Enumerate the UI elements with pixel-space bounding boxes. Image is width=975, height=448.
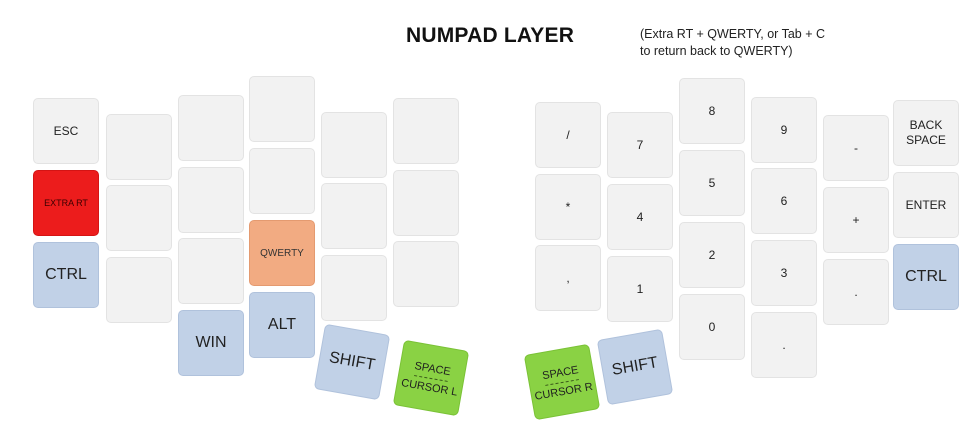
key-label: 6 <box>780 194 788 208</box>
key-slash[interactable]: / <box>535 102 601 168</box>
key-label-line-2: SPACE <box>906 133 946 147</box>
key-shift-left[interactable]: SHIFT <box>313 323 391 401</box>
key-label: CTRL <box>45 266 87 283</box>
key-label: , <box>566 271 570 285</box>
key-space-cursor-r[interactable]: SPACE CURSOR R <box>523 343 601 421</box>
key-label: 1 <box>636 282 644 296</box>
key-label: 9 <box>780 123 788 137</box>
key-blank[interactable] <box>249 76 315 142</box>
key-blank[interactable] <box>106 185 172 251</box>
key-blank[interactable] <box>178 95 244 161</box>
key-label: + <box>852 213 860 227</box>
key-label: / <box>566 128 570 142</box>
key-ctrl-right[interactable]: CTRL <box>893 244 959 310</box>
key-label: SHIFT <box>327 349 377 374</box>
key-alt[interactable]: ALT <box>249 292 315 358</box>
key-blank[interactable] <box>321 112 387 178</box>
key-label: 7 <box>636 138 644 152</box>
key-blank[interactable] <box>178 238 244 304</box>
key-label: SHIFT <box>610 354 660 379</box>
key-label: . <box>782 338 786 352</box>
key-label: 3 <box>780 266 788 280</box>
key-label: 5 <box>708 176 716 190</box>
page-title: NUMPAD LAYER <box>406 24 575 47</box>
key-label: WIN <box>195 334 227 351</box>
key-esc[interactable]: ESC <box>33 98 99 164</box>
key-label-bottom: CURSOR R <box>533 380 594 403</box>
key-8[interactable]: 8 <box>679 78 745 144</box>
key-blank[interactable] <box>178 167 244 233</box>
instruction-note-line-2: to return back to QWERTY) <box>640 44 793 58</box>
key-label: CTRL <box>905 268 947 285</box>
key-5[interactable]: 5 <box>679 150 745 216</box>
key-label: ALT <box>267 316 297 333</box>
key-blank[interactable] <box>321 183 387 249</box>
key-period-bottom[interactable]: . <box>751 312 817 378</box>
key-3[interactable]: 3 <box>751 240 817 306</box>
key-7[interactable]: 7 <box>607 112 673 178</box>
key-blank[interactable] <box>321 255 387 321</box>
key-4[interactable]: 4 <box>607 184 673 250</box>
key-label: 8 <box>708 104 716 118</box>
key-0[interactable]: 0 <box>679 294 745 360</box>
key-blank[interactable] <box>106 257 172 323</box>
key-blank[interactable] <box>393 98 459 164</box>
key-label: * <box>565 200 571 214</box>
key-label-bottom: CURSOR L <box>400 376 459 399</box>
key-blank[interactable] <box>393 241 459 307</box>
key-label: ENTER <box>905 198 947 212</box>
key-period[interactable]: . <box>823 259 889 325</box>
key-blank[interactable] <box>106 114 172 180</box>
key-label: QWERTY <box>260 247 304 259</box>
key-label: 0 <box>708 320 716 334</box>
key-label: - <box>854 141 858 155</box>
key-label-line-1: BACK <box>909 118 943 132</box>
key-extra-rt[interactable]: EXTRA RT <box>33 170 99 236</box>
key-ctrl-left[interactable]: CTRL <box>33 242 99 308</box>
key-comma[interactable]: , <box>535 245 601 311</box>
key-1[interactable]: 1 <box>607 256 673 322</box>
key-9[interactable]: 9 <box>751 97 817 163</box>
key-backspace[interactable]: BACK SPACE <box>893 100 959 166</box>
instruction-note: (Extra RT + QWERTY, or Tab + C to return… <box>640 26 880 60</box>
key-2[interactable]: 2 <box>679 222 745 288</box>
key-label: 2 <box>708 248 716 262</box>
key-label: 4 <box>636 210 644 224</box>
key-qwerty[interactable]: QWERTY <box>249 220 315 286</box>
key-label: . <box>854 285 858 299</box>
key-win[interactable]: WIN <box>178 310 244 376</box>
key-enter[interactable]: ENTER <box>893 172 959 238</box>
key-shift-right[interactable]: SHIFT <box>596 328 674 406</box>
key-space-cursor-l[interactable]: SPACE CURSOR L <box>392 339 470 417</box>
key-minus[interactable]: - <box>823 115 889 181</box>
key-label: EXTRA RT <box>44 198 88 208</box>
key-asterisk[interactable]: * <box>535 174 601 240</box>
key-label: ESC <box>53 124 79 138</box>
key-6[interactable]: 6 <box>751 168 817 234</box>
key-plus[interactable]: + <box>823 187 889 253</box>
instruction-note-line-1: (Extra RT + QWERTY, or Tab + C <box>640 27 826 41</box>
key-blank[interactable] <box>393 170 459 236</box>
key-blank[interactable] <box>249 148 315 214</box>
